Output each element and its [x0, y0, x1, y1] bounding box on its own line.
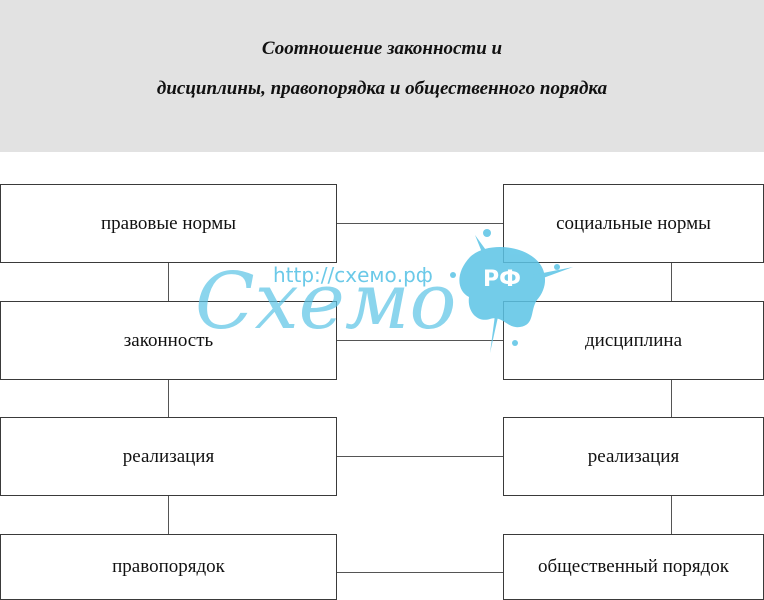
connector-left-2	[168, 379, 169, 418]
box-realization-right: реализация	[503, 417, 764, 496]
watermark-url: http://схемо.рф	[273, 263, 433, 287]
title-banner: Соотношение законности и дисциплины, пра…	[0, 0, 764, 152]
watermark-badge: РФ	[483, 267, 521, 292]
title-line-1: Соотношение законности и	[261, 38, 503, 59]
box-realization-left: реализация	[0, 417, 337, 496]
connector-right-2	[671, 379, 672, 418]
connector-right-3	[671, 495, 672, 535]
title-line-2: дисциплины, правопорядка и общественного…	[156, 78, 608, 99]
connector-right-1	[671, 262, 672, 302]
connector-lawfulness-discipline	[336, 340, 504, 341]
connector-left-1	[168, 262, 169, 302]
box-law-and-order: правопорядок	[0, 534, 337, 600]
box-legal-norms: правовые нормы	[0, 184, 337, 263]
connector-legal-social	[336, 223, 504, 224]
connector-realization	[336, 456, 504, 457]
box-public-order: общественный порядок	[503, 534, 764, 600]
box-social-norms: социальные нормы	[503, 184, 764, 263]
connector-order	[336, 572, 504, 573]
box-discipline: дисциплина	[503, 301, 764, 380]
box-lawfulness: законность	[0, 301, 337, 380]
connector-left-3	[168, 495, 169, 535]
